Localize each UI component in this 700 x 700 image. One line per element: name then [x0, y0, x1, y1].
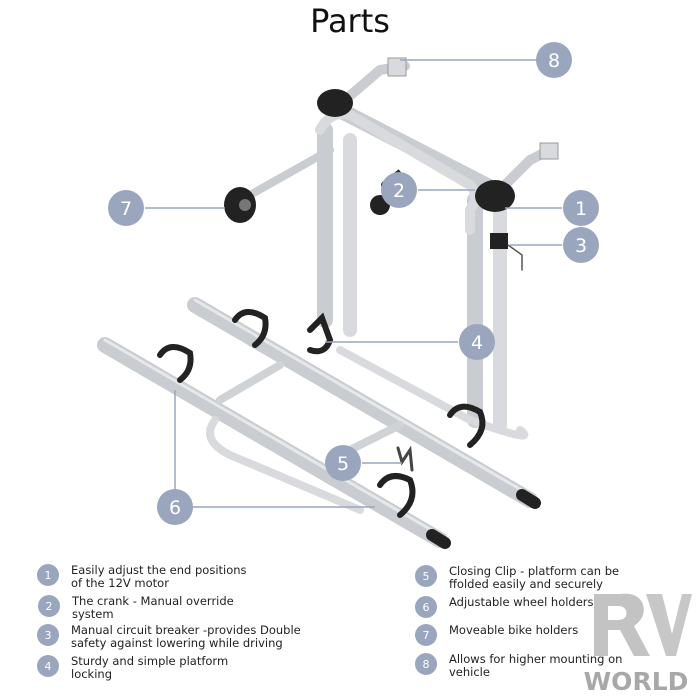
legend-text-5: Closing Clip - platform can be ffolded e… [449, 564, 620, 591]
callout-4-number: 4 [471, 332, 483, 354]
callout-3-number: 3 [575, 235, 587, 257]
upper-rail-edge [193, 298, 532, 497]
svg-text:WORLD: WORLD [584, 667, 689, 696]
breaker-box [490, 233, 508, 249]
callout-5-number: 5 [337, 453, 349, 475]
page-title: Parts [310, 2, 390, 40]
legend-text-3: Manual circuit breaker -provides Double … [71, 623, 301, 650]
callout-8: 8 [536, 42, 572, 78]
legend-badge-4: 4 [37, 655, 59, 677]
breaker-wire [507, 244, 523, 271]
legend-item-3: 3 Manual circuit breaker -provides Doubl… [37, 624, 301, 650]
callout-6-number: 6 [169, 497, 181, 519]
legend-badge-8: 8 [415, 653, 437, 675]
callout-7-number: 7 [120, 198, 132, 220]
callout-5: 5 [325, 445, 361, 481]
lower-wheel-rail [97, 337, 448, 548]
rv-world-watermark-logo: WORLD [584, 593, 692, 696]
legend-item-2: 2 The crank - Manual override system [38, 595, 234, 621]
legend-badge-1: 1 [37, 564, 59, 586]
lower-rail-edge [103, 338, 442, 537]
legend-item-4: 4 Sturdy and simple platform locking [37, 655, 228, 681]
upper-mount-bracket [387, 57, 407, 77]
platform-base-loop-2 [336, 346, 529, 440]
legend-text-1: Easily adjust the end positions of the 1… [71, 563, 247, 590]
upper-wheel-rail [187, 297, 538, 508]
callout-1: 1 [563, 190, 599, 226]
legend-text-7: Moveable bike holders [449, 623, 579, 637]
legend-item-5: 5 Closing Clip - platform can be ffolded… [415, 565, 619, 591]
upper-rail-end-cap [516, 489, 541, 509]
legend-item-7: 7 Moveable bike holders [415, 624, 578, 646]
bike-holder-arm [246, 146, 334, 199]
platform-base-loop [206, 416, 364, 514]
left-cap [317, 89, 353, 117]
legend-badge-2: 2 [38, 595, 60, 617]
legend-text-4: Sturdy and simple platform locking [71, 654, 229, 681]
platform-lock [307, 312, 334, 355]
bike-holder-clamp-center [239, 199, 251, 211]
right-cap [475, 180, 515, 212]
bike-rack-illustration [97, 57, 559, 549]
callout-2: 2 [381, 172, 417, 208]
legend-text-6: Adjustable wheel holders [449, 595, 594, 609]
platform-crossbar-1 [216, 361, 284, 404]
right-mount-bracket [539, 142, 559, 160]
wheel-holder-upper [232, 309, 269, 348]
callout-6: 6 [157, 489, 193, 525]
closing-clip [396, 445, 414, 472]
legend-item-6: 6 Adjustable wheel holders [415, 596, 594, 618]
callouts: 1 2 3 4 5 6 7 8 [108, 42, 599, 525]
legend-text-8: Allows for higher mounting on vehicle [449, 652, 623, 679]
callout-1-number: 1 [575, 198, 587, 220]
callout-4: 4 [459, 324, 495, 360]
legend-badge-5: 5 [415, 565, 437, 587]
legend-text-2: The crank - Manual override system [72, 594, 234, 621]
callout-8-number: 8 [548, 50, 560, 72]
wheel-holder-lower [157, 344, 194, 383]
legend-badge-6: 6 [415, 596, 437, 618]
callout-3: 3 [563, 227, 599, 263]
callout-7: 7 [108, 190, 144, 226]
legend-item-1: 1 Easily adjust the end positions of the… [37, 564, 247, 590]
top-cross-bar-2 [315, 109, 480, 235]
wheel-holder-front-1 [447, 403, 486, 448]
legend-item-8: 8 Allows for higher mounting on vehicle [415, 653, 622, 679]
lower-rail-end-cap [426, 529, 451, 549]
callout-2-number: 2 [393, 180, 405, 202]
legend-badge-7: 7 [415, 624, 437, 646]
wheel-holder-front-2 [377, 473, 416, 518]
leader-lines [145, 59, 562, 508]
bike-rack-diagram: 1 2 3 4 5 6 7 8 [97, 42, 599, 549]
legend-badge-3: 3 [37, 624, 59, 646]
